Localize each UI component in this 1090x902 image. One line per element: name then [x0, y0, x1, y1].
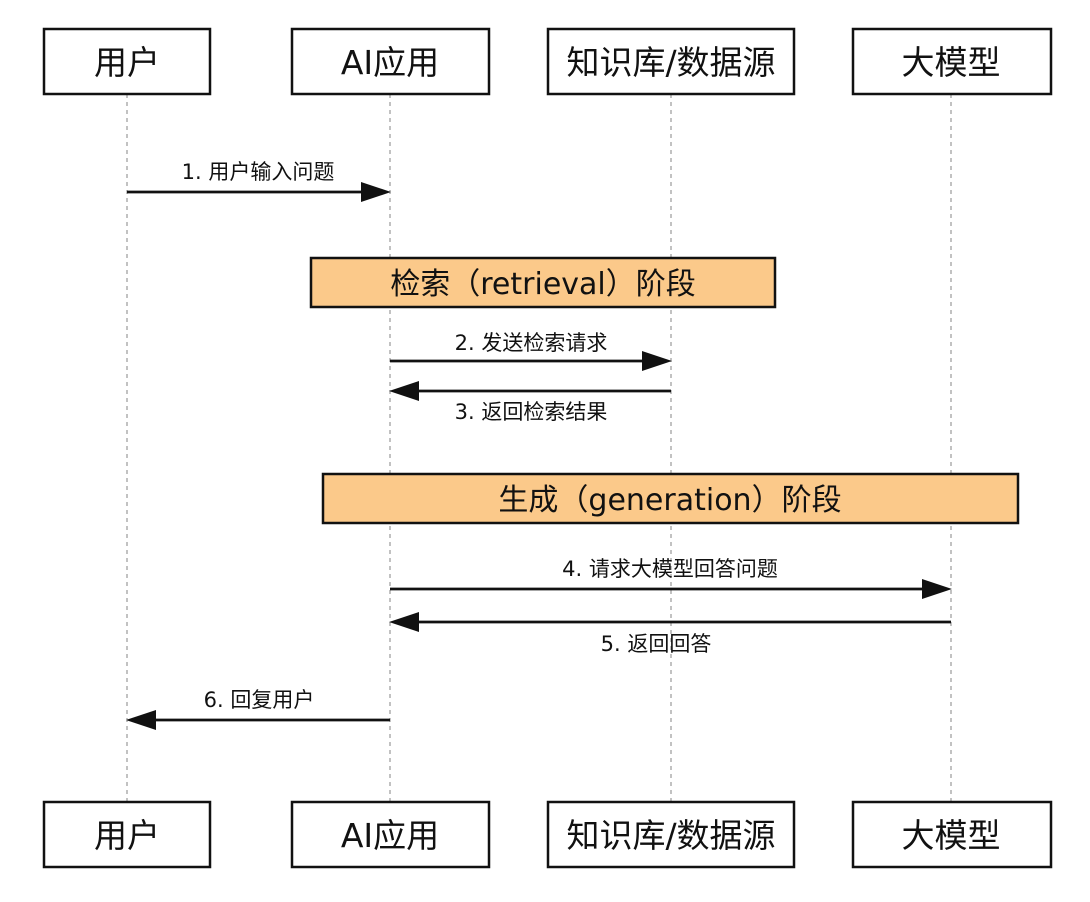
message-label: 2. 发送检索请求	[455, 331, 608, 355]
actor-top-app: AI应用	[290, 27, 491, 96]
message-3: 3. 返回检索结果	[389, 381, 671, 424]
actor-label: 知识库/数据源	[566, 816, 775, 855]
arrowhead-right	[922, 579, 952, 599]
actor-label: 用户	[94, 816, 160, 855]
actor-label: 大模型	[902, 43, 1001, 82]
actor-label: 大模型	[902, 816, 1001, 855]
arrowhead-left	[126, 710, 156, 730]
actor-bottom-kb: 知识库/数据源	[546, 800, 796, 869]
phase-retrieval: 检索（retrieval）阶段	[309, 256, 777, 309]
phase-label: 生成（generation）阶段	[498, 483, 841, 518]
actor-label: AI应用	[341, 816, 439, 855]
actor-bottom-app: AI应用	[290, 800, 491, 869]
arrowhead-left	[389, 381, 419, 401]
message-label: 3. 返回检索结果	[455, 400, 608, 424]
message-2: 2. 发送检索请求	[390, 331, 672, 371]
actor-label: 用户	[94, 43, 160, 82]
message-label: 6. 回复用户	[204, 688, 315, 712]
phase-generation: 生成（generation）阶段	[321, 472, 1020, 525]
actor-label: AI应用	[341, 43, 439, 82]
arrowhead-left	[389, 612, 419, 632]
message-label: 5. 返回回答	[601, 632, 712, 656]
phase-label: 检索（retrieval）阶段	[390, 267, 696, 302]
arrowhead-right	[361, 182, 391, 202]
message-4: 4. 请求大模型回答问题	[390, 557, 952, 599]
actor-bottom-llm: 大模型	[851, 800, 1053, 869]
message-1: 1. 用户输入问题	[127, 160, 391, 202]
actor-top-kb: 知识库/数据源	[546, 27, 796, 96]
message-6: 6. 回复用户	[126, 688, 390, 730]
message-label: 4. 请求大模型回答问题	[562, 557, 778, 581]
message-5: 5. 返回回答	[389, 612, 951, 656]
actor-bottom-user: 用户	[42, 800, 212, 869]
actor-top-user: 用户	[42, 27, 212, 96]
actor-label: 知识库/数据源	[566, 43, 775, 82]
arrowhead-right	[642, 351, 672, 371]
actor-top-llm: 大模型	[851, 27, 1053, 96]
message-label: 1. 用户输入问题	[182, 160, 335, 184]
